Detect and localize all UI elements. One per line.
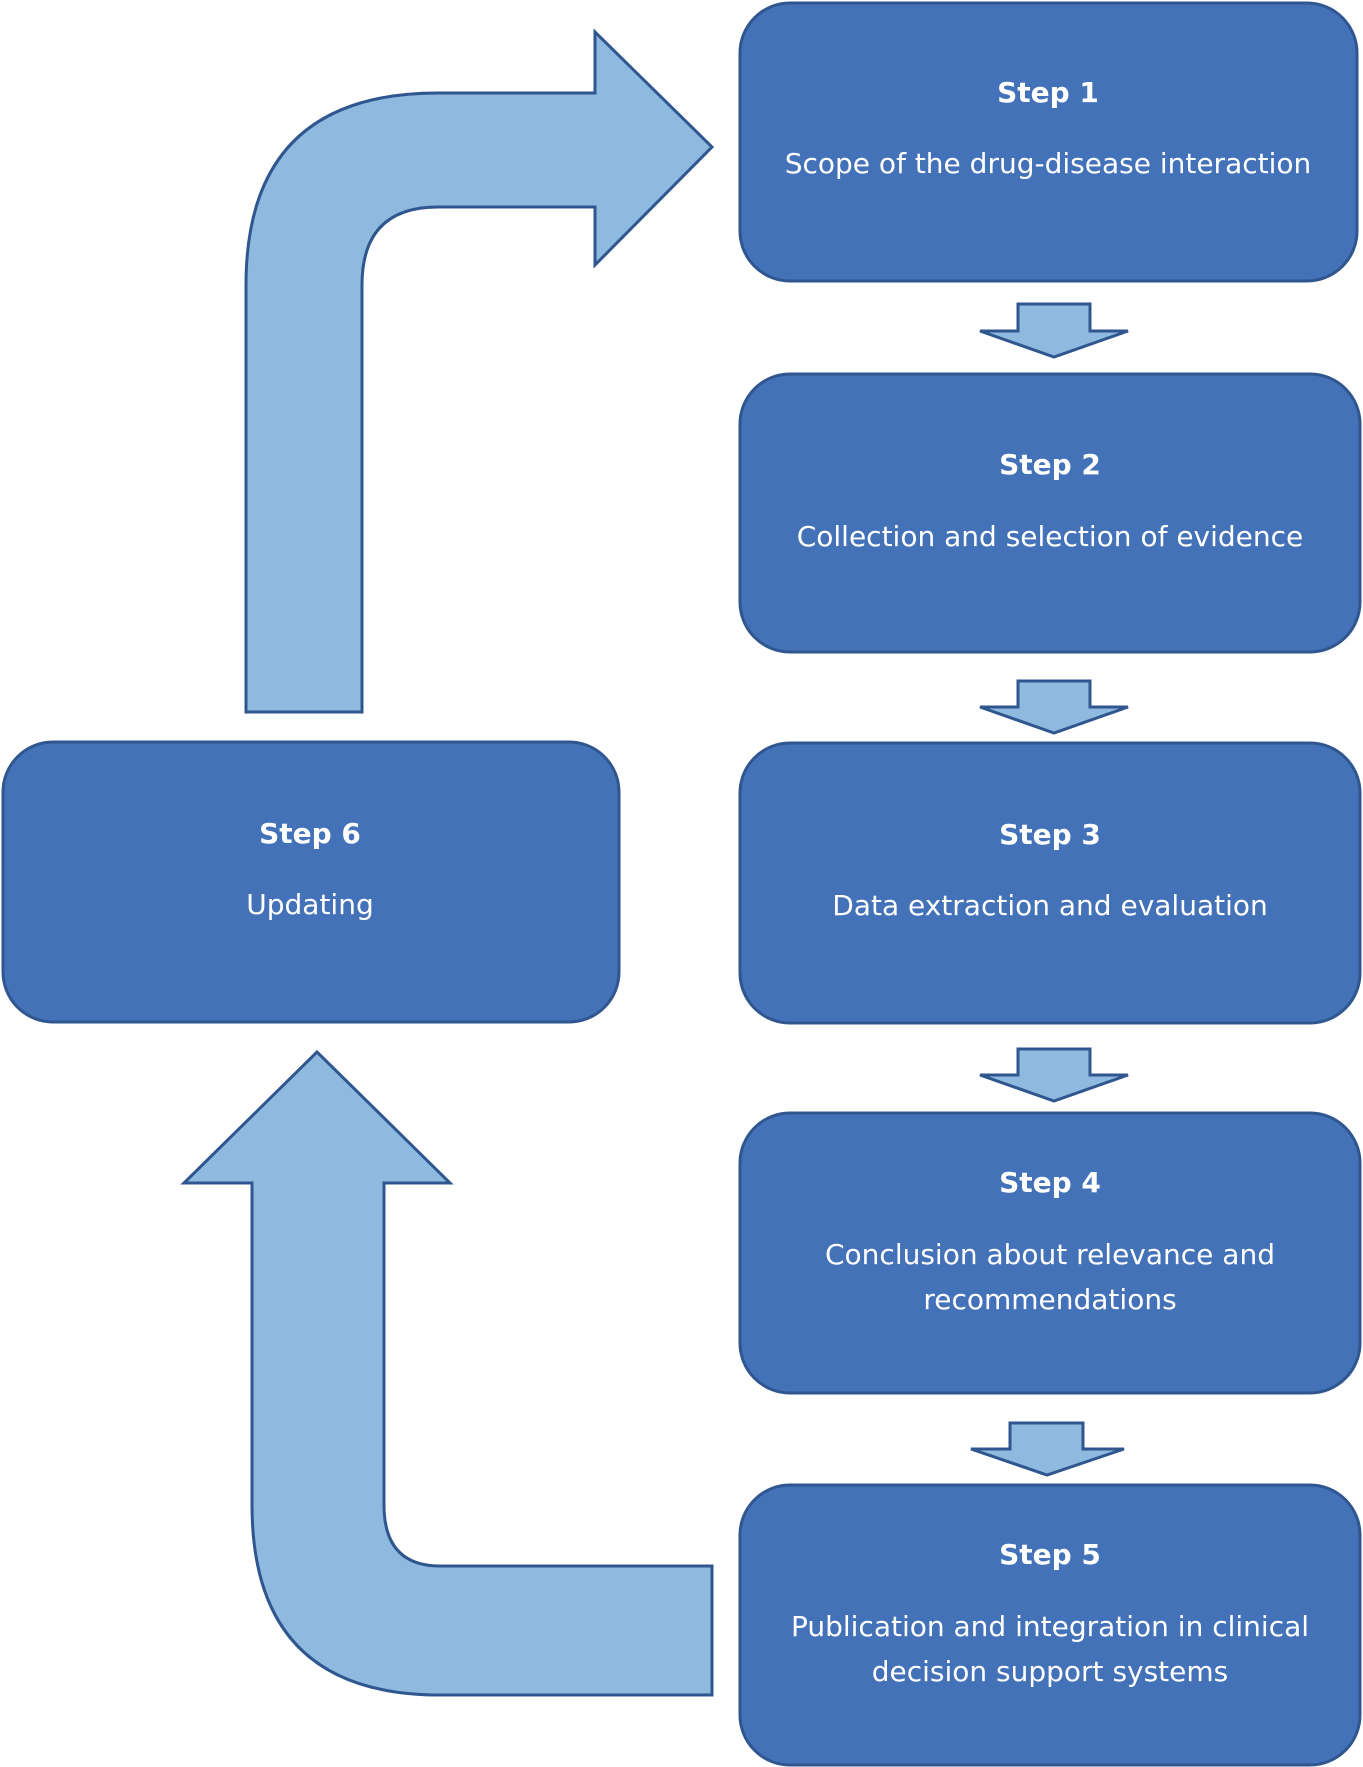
step-4-description-line-2: recommendations bbox=[923, 1283, 1176, 1316]
step-6-title: Step 6 bbox=[259, 817, 361, 850]
step-2-box: Step 2 Collection and selection of evide… bbox=[738, 372, 1362, 654]
down-arrow-step4-to-step5 bbox=[970, 1421, 1125, 1477]
step-2-title: Step 2 bbox=[999, 448, 1101, 481]
step-3-title: Step 3 bbox=[999, 818, 1101, 851]
step-5-title: Step 5 bbox=[999, 1538, 1101, 1571]
down-arrow-step3-to-step4 bbox=[979, 1047, 1129, 1103]
step-5-box: Step 5 Publication and integration in cl… bbox=[738, 1483, 1362, 1767]
step-1-title: Step 1 bbox=[997, 76, 1099, 109]
step-1-description: Scope of the drug-disease interaction bbox=[785, 147, 1312, 180]
step-3-description: Data extraction and evaluation bbox=[832, 889, 1268, 922]
step-3-box: Step 3 Data extraction and evaluation bbox=[738, 741, 1362, 1025]
step-5-description-line-2: decision support systems bbox=[872, 1655, 1229, 1688]
step-6-box: Step 6 Updating bbox=[1, 740, 621, 1024]
step-6-description: Updating bbox=[246, 888, 373, 921]
step-4-title: Step 4 bbox=[999, 1166, 1101, 1199]
step-1-box: Step 1 Scope of the drug-disease interac… bbox=[738, 1, 1359, 283]
step-5-description-line-1: Publication and integration in clinical bbox=[791, 1610, 1309, 1643]
step-2-description: Collection and selection of evidence bbox=[797, 520, 1304, 553]
down-arrow-step1-to-step2 bbox=[979, 302, 1129, 359]
step-4-description-line-1: Conclusion about relevance and bbox=[825, 1238, 1275, 1271]
step-4-box: Step 4 Conclusion about relevance and re… bbox=[738, 1111, 1362, 1395]
curved-arrow-step6-to-step1 bbox=[244, 28, 715, 714]
down-arrow-step2-to-step3 bbox=[979, 679, 1129, 735]
curved-arrow-step5-to-step6 bbox=[180, 1049, 714, 1697]
